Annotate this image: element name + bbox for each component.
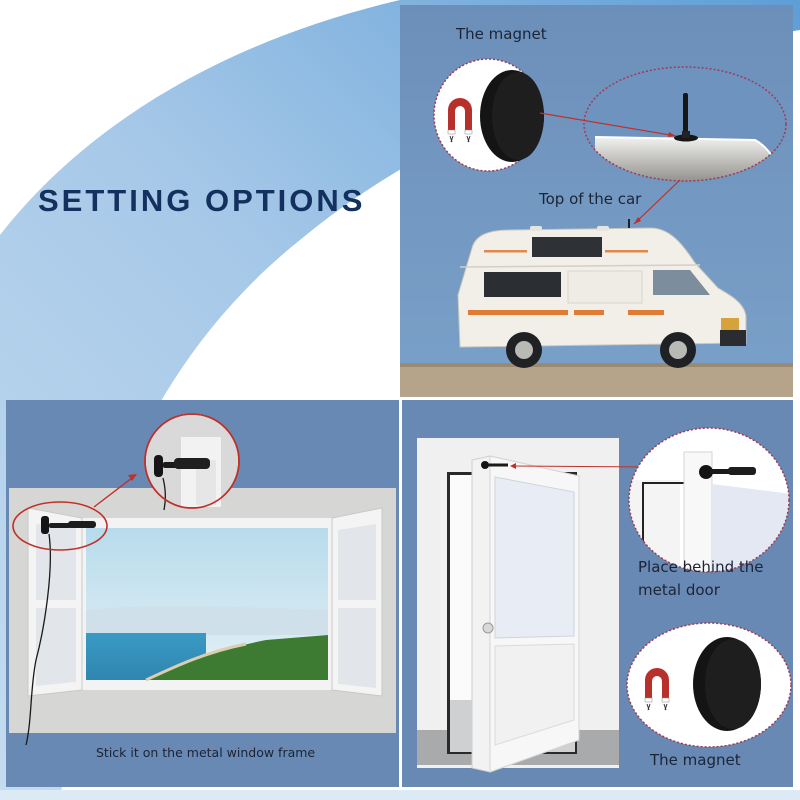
highlight-ellipse [12, 501, 108, 551]
panel-car-roof: The magnet Top of the car [400, 5, 793, 397]
door-scene [402, 400, 793, 787]
car-scene [400, 5, 793, 397]
panel-window-frame: Stick it on the metal window frame [6, 400, 399, 787]
panel-metal-door: Place behind the metal door The magnet [402, 400, 793, 787]
car-location-label: Top of the car [539, 190, 642, 208]
window-scene [6, 400, 399, 787]
van-illustration [457, 219, 747, 368]
horseshoe-magnet-icon [448, 98, 472, 130]
door-magnet-label: The magnet [650, 751, 741, 769]
horseshoe-magnet-icon [645, 668, 669, 698]
door-location-label-line2: metal door [638, 581, 720, 599]
roof-closeup-circle [583, 66, 787, 182]
page-title: SETTING OPTIONS [38, 183, 366, 218]
window-caption: Stick it on the metal window frame [96, 745, 316, 760]
door-location-label-line1: Place behind the [638, 558, 764, 576]
magnet-closeup-circle [433, 58, 544, 172]
door-magnet-closeup-circle [626, 622, 792, 748]
frame-closeup-circle [144, 413, 240, 511]
car-magnet-label: The magnet [456, 25, 547, 43]
